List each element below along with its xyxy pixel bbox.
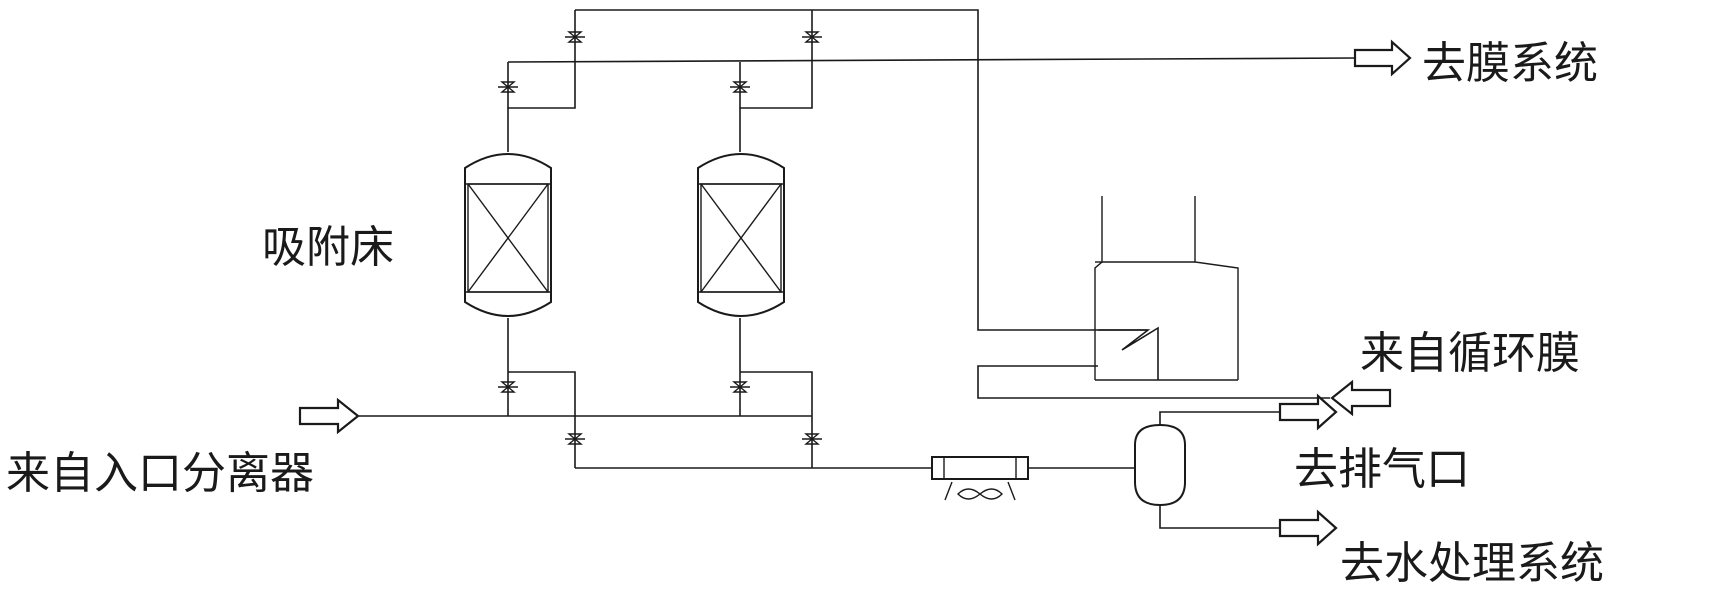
furnace	[977, 196, 1330, 399]
air-cooler	[931, 456, 1029, 501]
arrow-to-vent	[1278, 393, 1338, 431]
valve-top-1	[565, 31, 585, 43]
valve-top-3	[498, 81, 518, 93]
label-adsorption-bed: 吸附床	[262, 222, 394, 273]
arrow-to-membrane	[1353, 39, 1412, 77]
arrow-from-inlet-separator	[298, 397, 360, 435]
valve-top-2	[802, 31, 822, 43]
valve-bottom-2	[730, 381, 750, 393]
arrow-from-recycle-membrane	[1330, 379, 1392, 417]
bottom-valves	[498, 381, 822, 445]
top-valves	[498, 31, 822, 93]
valve-top-4	[730, 81, 750, 93]
arrow-to-water-treatment	[1278, 509, 1338, 547]
label-to-vent: 去排气口	[1294, 444, 1470, 495]
label-from-inlet-separator: 来自入口分离器	[6, 448, 314, 499]
top-header-pipes	[507, 9, 1356, 331]
valve-bottom-3	[565, 433, 585, 445]
separator	[1134, 411, 1280, 529]
label-from-recycle-membrane: 来自循环膜	[1360, 328, 1580, 379]
label-to-water-treatment: 去水处理系统	[1340, 538, 1604, 589]
bottom-pipes	[358, 318, 1135, 469]
adsorption-bed-2	[697, 153, 785, 317]
valve-bottom-4	[802, 433, 822, 445]
adsorption-bed-1	[464, 153, 552, 317]
valve-bottom-1	[498, 381, 518, 393]
label-to-membrane-system: 去膜系统	[1422, 38, 1598, 89]
